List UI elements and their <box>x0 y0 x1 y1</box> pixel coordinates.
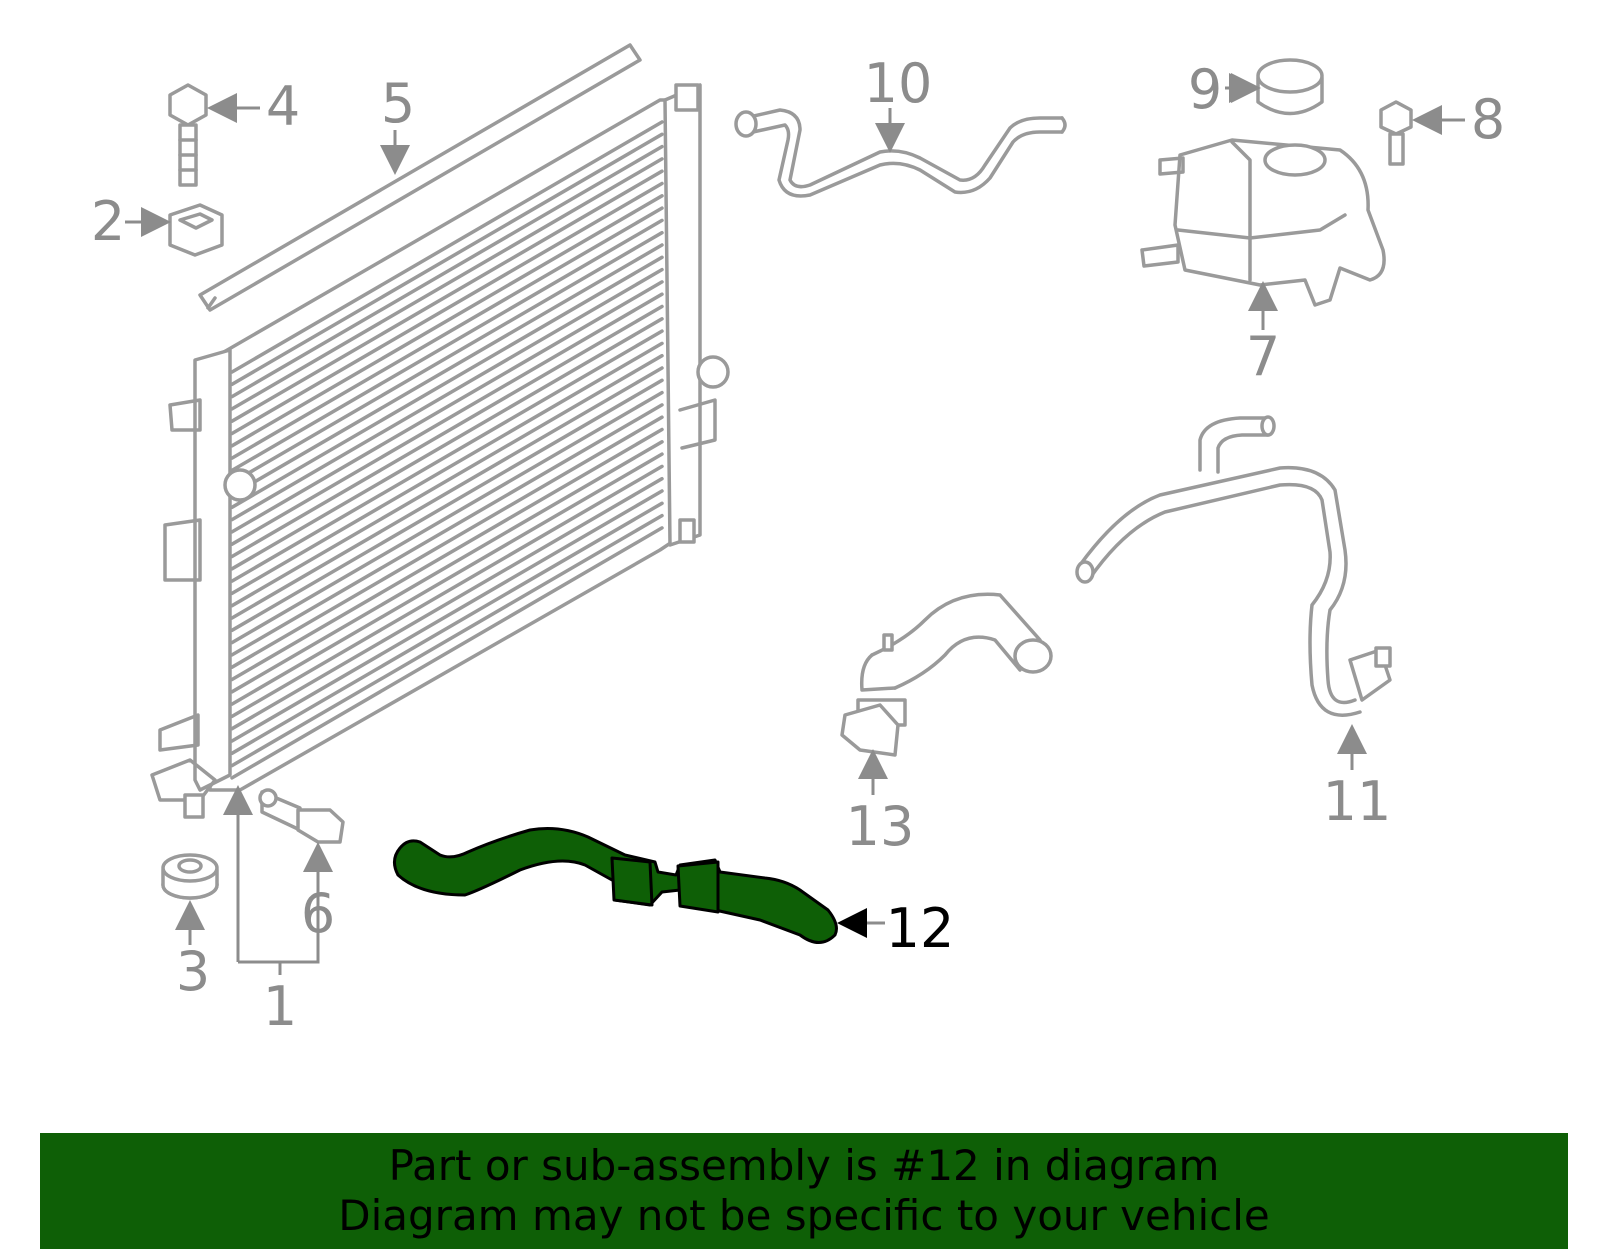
callout-3: 3 <box>176 940 210 1003</box>
radiator-fin <box>230 230 664 485</box>
callout-11: 11 <box>1323 770 1392 833</box>
radiator-fin <box>230 501 664 756</box>
radiator-fin <box>230 169 664 423</box>
callout-10: 10 <box>864 52 933 115</box>
callout-8: 8 <box>1471 88 1505 151</box>
reservoir-part-7 <box>1140 138 1386 307</box>
info-banner: Part or sub-assembly is #12 in diagram D… <box>40 1133 1568 1249</box>
bolt-part-4 <box>168 83 208 187</box>
radiator-fin <box>230 329 664 583</box>
radiator-fin <box>230 267 664 522</box>
radiator-fin <box>230 144 664 399</box>
radiator-fin <box>230 476 664 731</box>
radiator-fins <box>230 120 664 780</box>
radiator-fin <box>230 194 664 448</box>
callout-labels: 1 2 3 4 5 6 7 8 9 10 11 12 13 <box>91 52 1505 1038</box>
pipe-part-11 <box>1075 415 1392 717</box>
radiator-fin <box>230 181 664 436</box>
bolt-part-8 <box>1379 100 1413 166</box>
radiator-fin <box>230 353 664 608</box>
banner-line-disclaimer: Diagram may not be specific to your vehi… <box>338 1191 1270 1240</box>
radiator-fin <box>230 218 664 473</box>
radiator-fin <box>230 526 664 780</box>
radiator-fin <box>230 513 664 768</box>
radiator-fin <box>230 378 664 633</box>
cap-part-9 <box>1256 58 1324 116</box>
callout-2: 2 <box>91 190 125 253</box>
radiator-fin <box>230 489 664 743</box>
grommet-part-3 <box>161 853 219 900</box>
seal-strip-part-5 <box>198 43 642 312</box>
radiator-fin <box>230 243 664 497</box>
radiator-fin <box>230 415 664 669</box>
callout-13: 13 <box>846 795 915 858</box>
radiator-fin <box>230 366 664 620</box>
radiator-fin <box>230 292 664 546</box>
callout-9: 9 <box>1188 58 1222 121</box>
radiator-fin <box>230 317 664 571</box>
callout-7: 7 <box>1246 325 1280 388</box>
radiator-fin <box>230 157 664 411</box>
radiator-fin <box>230 280 664 534</box>
callout-4: 4 <box>266 75 300 138</box>
radiator-fin <box>230 390 664 645</box>
hose-part-10 <box>734 108 1067 198</box>
callout-12: 12 <box>886 897 955 960</box>
radiator-fin <box>230 452 664 706</box>
radiator-fin <box>230 440 664 694</box>
leader-lines <box>125 73 1465 975</box>
banner-line-part-number: Part or sub-assembly is #12 in diagram <box>388 1141 1220 1190</box>
sensor-part-6 <box>258 788 345 844</box>
radiator-fin <box>230 341 664 596</box>
radiator-fin <box>230 132 664 387</box>
radiator-fin <box>230 120 664 374</box>
callout-5: 5 <box>381 72 415 135</box>
radiator-fin <box>230 206 664 460</box>
hose-part-13 <box>840 592 1053 757</box>
callout-1: 1 <box>263 975 297 1038</box>
hose-part-12-highlighted <box>393 827 838 944</box>
radiator-fin <box>230 255 664 510</box>
radiator-fin <box>230 464 664 719</box>
radiator-fin <box>230 403 664 657</box>
callout-6: 6 <box>301 882 335 945</box>
radiator-part-1 <box>150 83 730 819</box>
radiator-fin <box>230 427 664 682</box>
clip-part-2 <box>168 203 224 257</box>
radiator-fin <box>230 304 664 559</box>
